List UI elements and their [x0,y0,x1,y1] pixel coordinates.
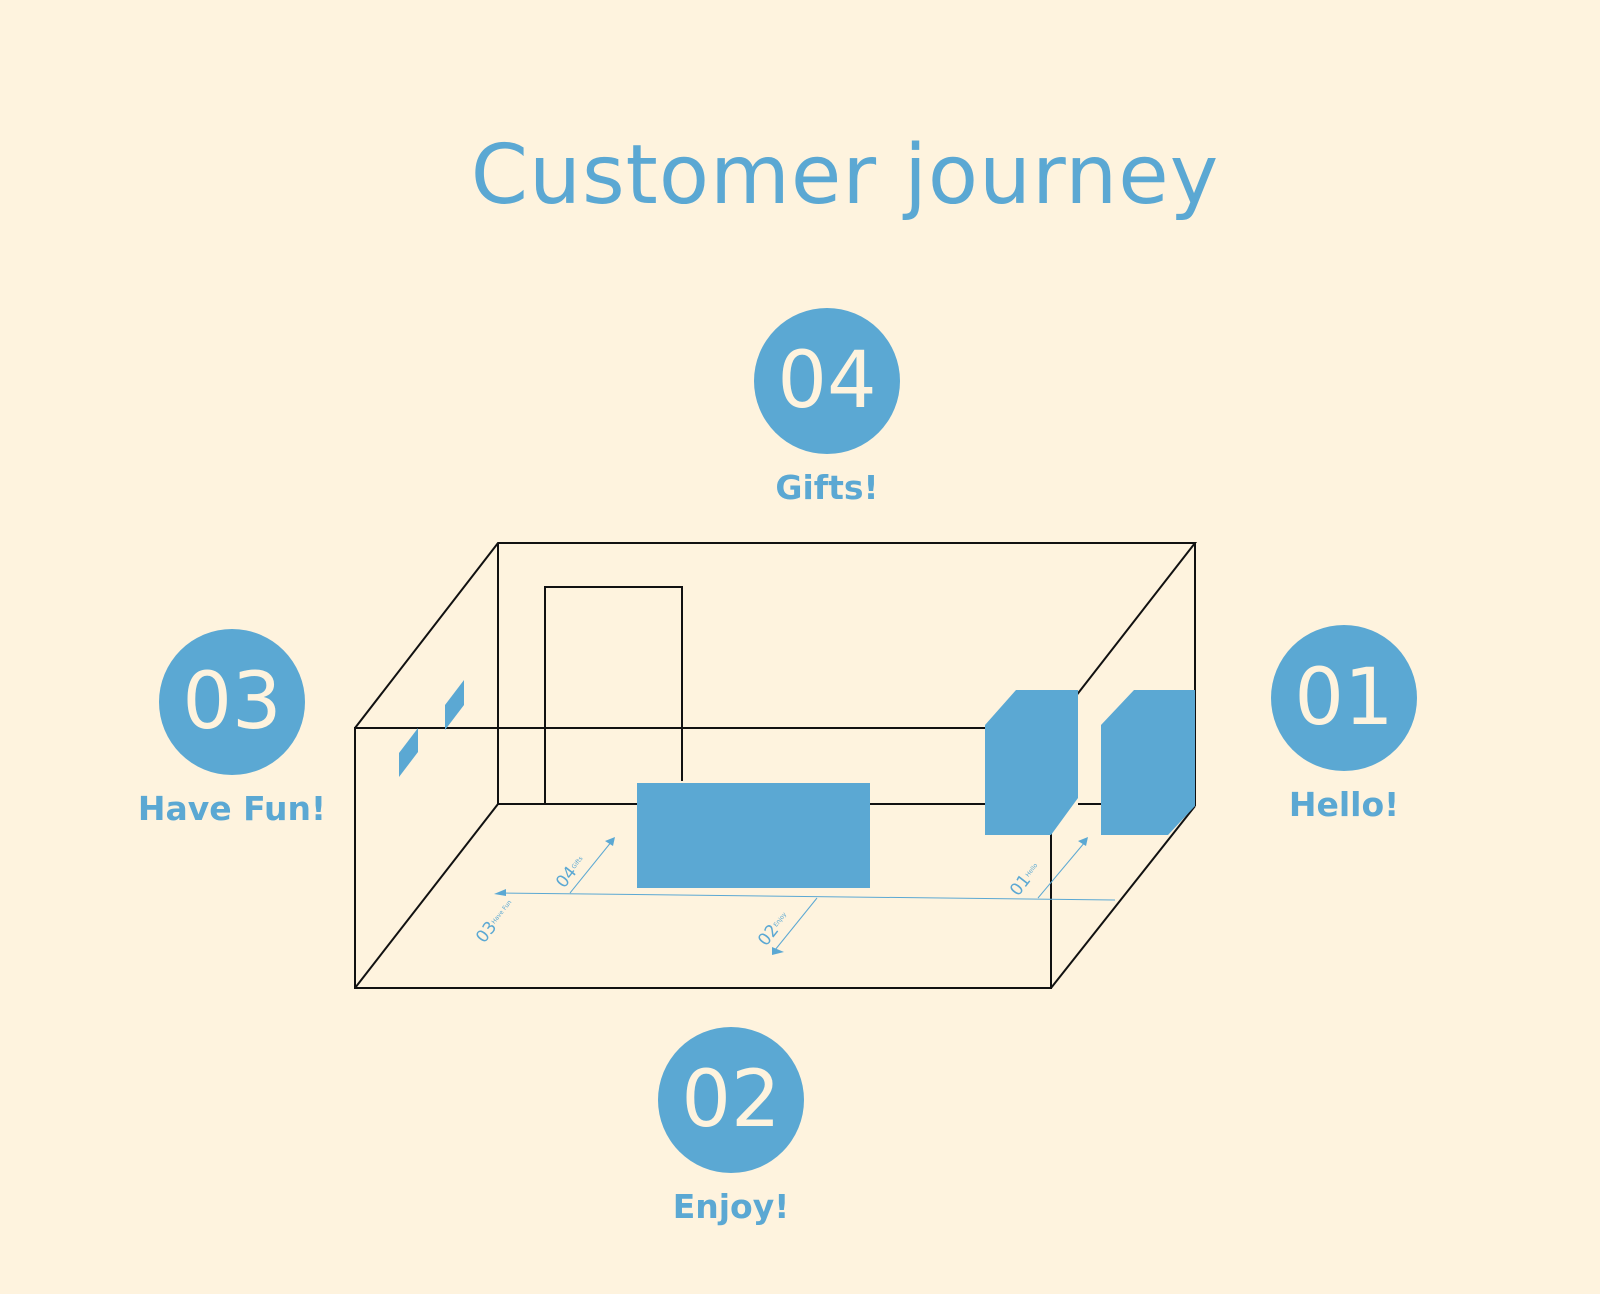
floor-path [499,840,1116,951]
wall-picture-2 [445,680,464,730]
page-title: Customer journey [470,128,1220,223]
step-02-label: Enjoy! [672,1187,790,1226]
room-floor-right-edge [1050,805,1196,989]
floor-marker-02: 02 Enjoy [754,911,788,950]
arrow-01 [1078,837,1088,846]
room-floor-left-edge [354,803,499,989]
path-line-01 [1037,841,1086,899]
left-shelf-block [985,690,1078,835]
wall-picture-1 [399,728,418,777]
step-01-label: Hello! [1288,785,1400,824]
floor-marker-01-caption: Hello [1024,862,1039,879]
step-01-number-badge: 01 [1271,625,1417,771]
step-04-label: Gifts! [775,468,879,507]
arrow-04 [605,837,615,846]
door-frame [544,586,683,804]
path-line-04 [569,840,613,894]
step-03-label: Have Fun! [137,789,327,828]
step-03: 03 Have Fun! [112,629,352,828]
step-04-number-badge: 04 [754,308,900,454]
step-04: 04 Gifts! [707,308,947,507]
room-front-face [354,727,1052,989]
floor-marker-03: 03 Have Fun [472,899,513,947]
path-main-line [499,892,1116,901]
furniture [399,680,1195,888]
floor-arrows [494,837,1088,955]
floor-marker-04-caption: Gifts [570,855,584,870]
floor-marker-02-caption: Enjoy [772,911,788,929]
room-wireframe [354,542,1198,989]
arrow-03 [494,889,506,896]
step-03-number-badge: 03 [159,629,305,775]
step-02: 02 Enjoy! [611,1027,851,1226]
path-line-02 [774,897,818,951]
right-shelf-block [1101,690,1195,835]
counter-block [637,783,870,888]
floor-marker-04: 04 Gifts [552,855,584,892]
room-top-edges [354,542,1198,729]
arrow-02 [772,947,784,955]
step-01: 01 Hello! [1224,625,1464,824]
floor-marker-01: 01 Hello [1006,862,1039,900]
floor-marker-03-caption: Have Fun [490,899,513,926]
step-02-number-badge: 02 [658,1027,804,1173]
